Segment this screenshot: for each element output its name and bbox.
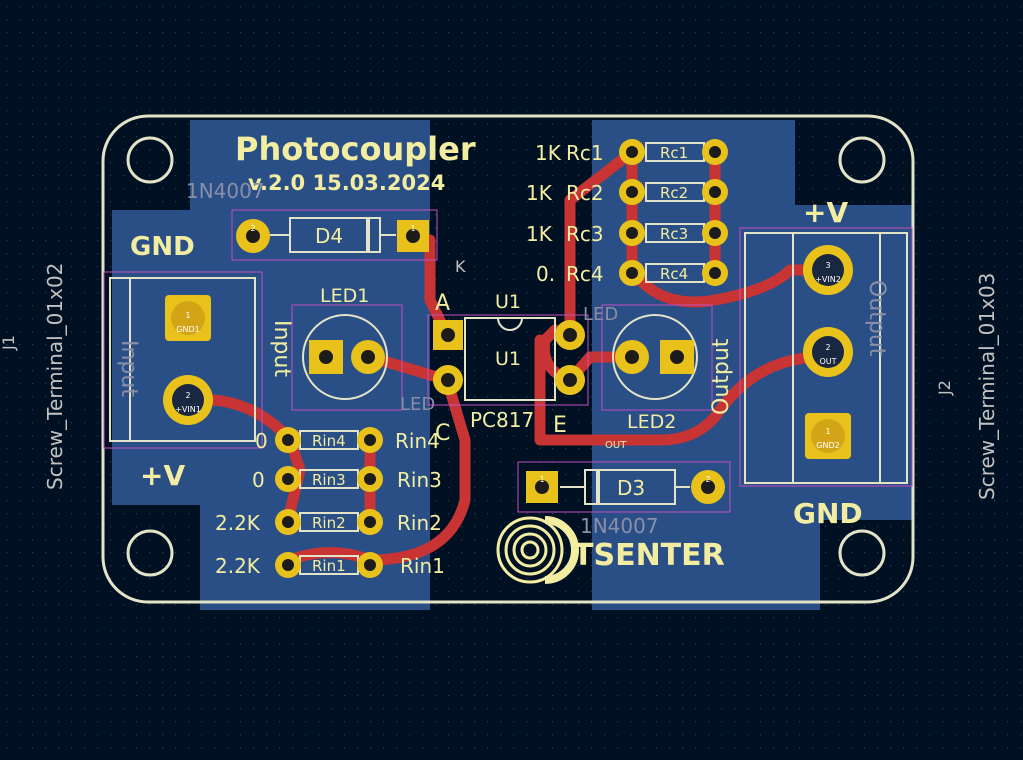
- pad-number: 2: [825, 343, 830, 352]
- d3-reference: D3: [617, 476, 645, 500]
- rc4-reference: Rc4: [566, 262, 604, 286]
- terminal-j1[interactable]: 1 GND1 2 +VIN1: [103, 271, 263, 449]
- pad-number: 1: [410, 224, 415, 233]
- u1-fab: U1: [495, 348, 521, 370]
- pad-net: +VIN2: [815, 275, 841, 284]
- diode-d3[interactable]: 1 2 D3: [517, 461, 731, 513]
- input-resistors: Rin4 0 Rin4 Rin3 0 Rin3 Rin2 2.2K Rin2 R…: [215, 427, 445, 578]
- u1-reference: U1: [495, 291, 521, 313]
- rc2-reference: Rc2: [566, 181, 604, 205]
- d4-reference: D4: [315, 224, 343, 248]
- pad-number: 1: [185, 311, 190, 320]
- rc1-reference: Rc1: [566, 141, 604, 165]
- board-version: v.2.0 15.03.2024: [248, 171, 445, 195]
- output-label: Output: [709, 338, 734, 415]
- led-led2[interactable]: LED2: [601, 304, 713, 433]
- rin4-value: 0: [255, 429, 268, 453]
- rc3-value: 1K: [526, 222, 553, 246]
- board-edge-outline: [101, 114, 915, 604]
- led1-reference: LED1: [320, 285, 369, 307]
- diode-d4[interactable]: 2 1 D4: [231, 209, 438, 261]
- rin2-fab: Rin2: [312, 514, 346, 532]
- pad-net: OUT: [819, 357, 836, 366]
- input-label: Input: [269, 320, 294, 377]
- rin4-fab: Rin4: [312, 432, 346, 450]
- vplus-label-left: +V: [140, 459, 185, 492]
- optocoupler-u1[interactable]: U1 U1 PC817: [427, 291, 589, 432]
- rc2-fab: Rc2: [660, 184, 688, 202]
- collector-resistors: Rc1 1K Rc1 Rc2 1K Rc2 Rc3 1K Rc3 Rc4 0. …: [526, 139, 728, 286]
- out-net-label: OUT: [605, 440, 627, 451]
- led-label-bottom: LED: [400, 394, 435, 415]
- pad-number: 1: [825, 427, 830, 436]
- rc3-fab: Rc3: [660, 225, 688, 243]
- d4-value: 1N4007: [186, 179, 265, 203]
- pad-number: 1: [539, 475, 544, 484]
- pad-net: GND2: [816, 441, 839, 450]
- rin1-value: 2.2K: [215, 554, 261, 578]
- pad-number: 2: [250, 224, 255, 233]
- gnd-label-left: GND: [130, 232, 195, 262]
- led2-reference: LED2: [627, 411, 676, 433]
- rc1-fab: Rc1: [660, 144, 688, 162]
- d3-value: 1N4007: [580, 514, 659, 538]
- board-title: Photocoupler: [235, 130, 476, 168]
- rc4-fab: Rc4: [660, 265, 688, 283]
- rc4-value: 0.: [536, 262, 555, 286]
- mounting-hole-top-right: [838, 136, 886, 184]
- led-led1[interactable]: LED1: [291, 285, 403, 411]
- rin1-fab: Rin1: [312, 557, 346, 575]
- led-label-top: LED: [583, 304, 618, 325]
- tsenter-logo: TSENTER: [496, 516, 725, 584]
- rin1-reference: Rin1: [400, 554, 445, 578]
- rin3-value: 0: [252, 468, 265, 492]
- resistor-rin1[interactable]: Rin1 2.2K Rin1: [215, 552, 445, 578]
- emitter-label: E: [553, 413, 567, 438]
- j1-fab-label: Input: [116, 340, 141, 397]
- rc3-reference: Rc3: [566, 222, 604, 246]
- terminal-j2[interactable]: 3 +VIN2 2 OUT 1 GND2: [739, 227, 913, 487]
- j2-fab-label: Output: [864, 280, 889, 357]
- pad-net: +VIN1: [175, 405, 201, 414]
- j2-reference: J2: [935, 380, 954, 396]
- j2-value: Screw_Terminal_01x03: [975, 273, 999, 500]
- rin3-reference: Rin3: [397, 468, 442, 492]
- rin4-reference: Rin4: [395, 429, 440, 453]
- rin2-reference: Rin2: [397, 511, 442, 535]
- pad-net: GND1: [176, 325, 199, 334]
- brand-text: TSENTER: [573, 538, 725, 573]
- u1-value: PC817: [470, 408, 534, 432]
- resistor-rin4[interactable]: Rin4 0 Rin4: [255, 427, 440, 453]
- rin3-fab: Rin3: [312, 471, 346, 489]
- resistor-rc2[interactable]: Rc2 1K Rc2: [526, 179, 728, 205]
- k-label: K: [455, 257, 466, 276]
- resistor-rin3[interactable]: Rin3 0 Rin3: [252, 466, 442, 492]
- cathode-label: C: [435, 421, 450, 446]
- gnd-label-right: GND: [793, 497, 863, 530]
- vplus-label-right: +V: [803, 196, 848, 229]
- mounting-hole-bottom-left: [126, 529, 174, 577]
- rin2-value: 2.2K: [215, 511, 261, 535]
- rc1-value: 1K: [535, 141, 562, 165]
- j1-value: Screw_Terminal_01x02: [43, 263, 67, 490]
- resistor-rc1[interactable]: Rc1 1K Rc1: [535, 139, 728, 165]
- pad-number: 3: [825, 261, 830, 270]
- j1-reference: J1: [0, 335, 18, 351]
- resistor-rc3[interactable]: Rc3 1K Rc3: [526, 220, 728, 246]
- resistor-rc4[interactable]: Rc4 0. Rc4: [536, 260, 728, 286]
- pad-number: 2: [185, 391, 190, 400]
- mounting-hole-bottom-right: [838, 529, 886, 577]
- rc2-value: 1K: [526, 181, 553, 205]
- anode-label: A: [435, 291, 450, 316]
- resistor-rin2[interactable]: Rin2 2.2K Rin2: [215, 509, 442, 535]
- mounting-hole-top-left: [126, 136, 174, 184]
- pad-number: 2: [705, 475, 710, 484]
